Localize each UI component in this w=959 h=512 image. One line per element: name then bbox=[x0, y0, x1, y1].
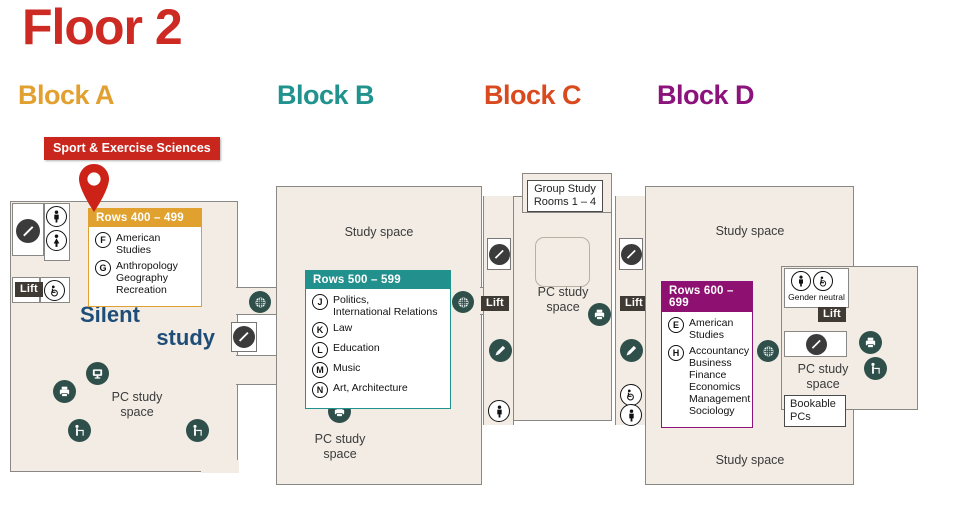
legend-key: J bbox=[312, 294, 328, 310]
legend-key: M bbox=[312, 362, 328, 378]
stairs-icon bbox=[488, 243, 510, 265]
legend-key: G bbox=[95, 260, 111, 276]
block-heading-c: Block C bbox=[484, 80, 582, 110]
study-desk-icon bbox=[864, 357, 887, 380]
toilet-male-icon bbox=[488, 400, 510, 422]
map-pin-icon bbox=[79, 164, 109, 212]
toilet-accessible-icon bbox=[813, 271, 833, 291]
pc-study-label-a: PC study space bbox=[111, 390, 163, 419]
legend-row: M Music bbox=[312, 362, 444, 378]
legend-key: L bbox=[312, 342, 328, 358]
stairs-icon bbox=[16, 219, 40, 243]
legend-row: J Politics, International Relations bbox=[312, 294, 444, 318]
toilet-male-icon bbox=[46, 206, 67, 227]
bookable-pcs-label: Bookable PCs bbox=[784, 395, 846, 427]
legend-text: Anthropology Geography Recreation bbox=[116, 260, 178, 296]
pin-tooltip-label: Sport & Exercise Sciences bbox=[44, 137, 220, 160]
printer-icon bbox=[859, 331, 882, 354]
legend-text: Law bbox=[333, 322, 353, 334]
wifi-icon bbox=[757, 340, 779, 362]
legend-heading-b: Rows 500 – 599 bbox=[306, 271, 450, 289]
legend-heading-d: Rows 600 – 699 bbox=[662, 282, 752, 312]
stairs-icon bbox=[620, 243, 642, 265]
legend-text: Music bbox=[333, 362, 361, 374]
pc-icon bbox=[86, 362, 109, 385]
printer-icon bbox=[588, 303, 611, 326]
legend-row: L Education bbox=[312, 342, 444, 358]
silent-study-label: Silent study bbox=[80, 303, 215, 349]
block-heading-b: Block B bbox=[277, 80, 375, 110]
printer-icon bbox=[53, 380, 76, 403]
legend-text: Accountancy Business Finance Economics M… bbox=[689, 345, 751, 417]
legend-key: H bbox=[668, 345, 684, 361]
legend-row: K Law bbox=[312, 322, 444, 338]
legend-row: F American Studies bbox=[95, 232, 195, 256]
pc-study-label-c: PC study space bbox=[537, 285, 589, 314]
legend-text: Art, Architecture bbox=[333, 382, 408, 394]
legend-key: N bbox=[312, 382, 328, 398]
legend-heading-a: Rows 400 – 499 bbox=[89, 209, 201, 227]
legend-block-b: Rows 500 – 599 J Politics, International… bbox=[305, 270, 451, 409]
legend-key: E bbox=[668, 317, 684, 333]
lift-label-c: Lift bbox=[620, 296, 648, 311]
group-study-rooms-label: Group Study Rooms 1 – 4 bbox=[527, 180, 603, 212]
page-title: Floor 2 bbox=[22, 0, 183, 55]
lift-label-b: Lift bbox=[481, 296, 509, 311]
toilet-accessible-icon bbox=[620, 384, 642, 406]
toilet-female-icon bbox=[46, 230, 67, 251]
study-space-label-d-bottom: Study space bbox=[715, 453, 785, 467]
pc-study-label-b: PC study space bbox=[314, 432, 366, 461]
legend-block-a: Rows 400 – 499 F American Studies G Anth… bbox=[88, 208, 202, 307]
legend-text: American Studies bbox=[689, 317, 734, 341]
legend-row: N Art, Architecture bbox=[312, 382, 444, 398]
block-d-left-stair-box bbox=[619, 238, 643, 270]
legend-text: Politics, International Relations bbox=[333, 294, 438, 318]
pc-study-label-d: PC study space bbox=[797, 362, 849, 391]
silent-study-line2: study bbox=[156, 325, 215, 350]
block-heading-a: Block A bbox=[18, 80, 115, 110]
legend-key: F bbox=[95, 232, 111, 248]
block-a-b-stair-box bbox=[231, 322, 257, 352]
block-c-inner-shape bbox=[535, 237, 590, 287]
lift-label-a: Lift bbox=[15, 282, 43, 297]
self-service-icon bbox=[489, 339, 512, 362]
stairs-icon bbox=[806, 334, 827, 355]
legend-text: Education bbox=[333, 342, 380, 354]
lift-label-d: Lift bbox=[818, 307, 846, 322]
wifi-icon bbox=[249, 291, 271, 313]
legend-text: American Studies bbox=[116, 232, 161, 256]
stairs-icon bbox=[233, 326, 255, 348]
toilet-accessible-icon bbox=[44, 280, 65, 301]
toilet-male-icon bbox=[791, 271, 811, 291]
legend-block-d: Rows 600 – 699 E American Studies H Acco… bbox=[661, 281, 753, 428]
legend-row: E American Studies bbox=[668, 317, 746, 341]
block-c-left-stair-box bbox=[487, 238, 511, 270]
study-desk-icon bbox=[186, 419, 209, 442]
legend-key: K bbox=[312, 322, 328, 338]
block-heading-d: Block D bbox=[657, 80, 755, 110]
study-desk-icon bbox=[68, 419, 91, 442]
study-space-label-d-top: Study space bbox=[715, 224, 785, 238]
block-a-notch bbox=[201, 460, 239, 473]
legend-row: H Accountancy Business Finance Economics… bbox=[668, 345, 750, 417]
silent-study-line1: Silent bbox=[80, 302, 140, 327]
self-service-icon bbox=[620, 339, 643, 362]
toilet-male-icon bbox=[620, 404, 642, 426]
wifi-icon bbox=[452, 291, 474, 313]
connector-a-b-lower bbox=[236, 355, 278, 385]
study-space-label-b: Study space bbox=[344, 225, 414, 239]
gender-neutral-label: Gender neutral bbox=[788, 292, 845, 302]
legend-row: G Anthropology Geography Recreation bbox=[95, 260, 195, 296]
